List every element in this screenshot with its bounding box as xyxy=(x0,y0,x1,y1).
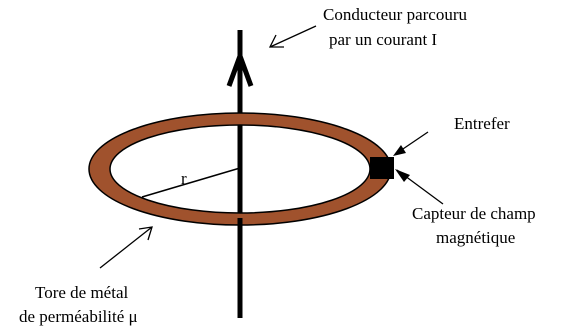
pointer-airgap xyxy=(393,131,429,156)
label-airgap: Entrefer xyxy=(454,114,510,133)
label-conductor-line1: Conducteur parcouru xyxy=(323,5,467,24)
label-torus-line2: de perméabilité μ xyxy=(19,307,138,326)
radius-label: r xyxy=(181,169,187,188)
label-torus-line1: Tore de métal xyxy=(35,283,128,302)
label-conductor-line2: par un courant I xyxy=(329,30,437,49)
airgap-sensor xyxy=(370,157,394,179)
pointer-torus xyxy=(99,226,153,269)
label-sensor-line2: magnétique xyxy=(436,228,515,247)
label-sensor-line1: Capteur de champ xyxy=(412,204,536,223)
pointer-sensor xyxy=(395,169,444,205)
radius-line xyxy=(141,167,241,198)
pointer-conductor xyxy=(268,25,317,48)
